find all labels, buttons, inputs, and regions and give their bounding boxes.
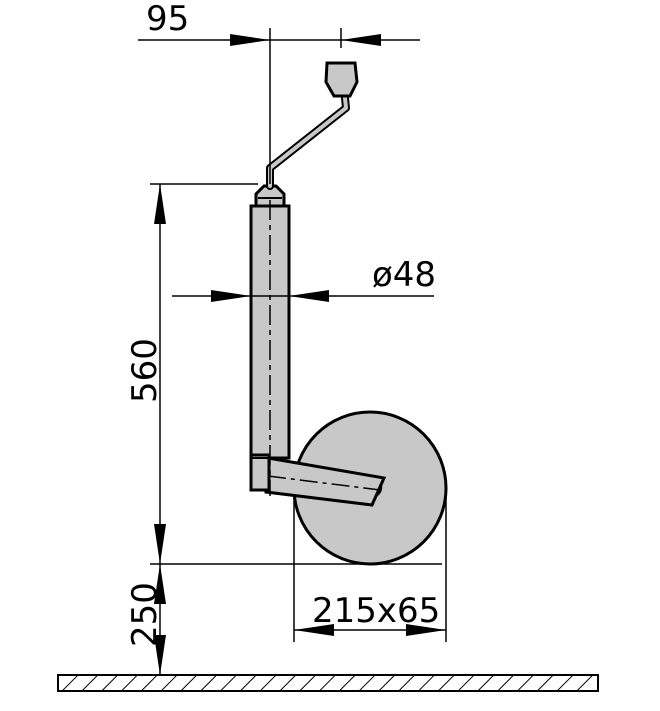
dim-250-label: 250	[125, 582, 165, 647]
dimension-column-height: 560	[125, 183, 442, 565]
dimension-wheel-size: 215x65	[293, 496, 447, 642]
tube-sleeve	[249, 453, 271, 492]
crank-handle	[266, 61, 359, 190]
dim-95-label: 95	[146, 0, 189, 39]
ground-hatch	[57, 674, 599, 692]
tube-cap	[254, 184, 286, 208]
dim-wheel-label: 215x65	[312, 591, 440, 631]
dimension-ground-clearance: 250	[125, 564, 166, 675]
dimension-tube-diameter: ø48	[172, 255, 436, 302]
dimension-handle-offset: 95	[138, 0, 420, 184]
dim-560-label: 560	[125, 338, 165, 403]
crank-knob	[324, 61, 359, 98]
dim-diameter-label: ø48	[372, 255, 436, 295]
